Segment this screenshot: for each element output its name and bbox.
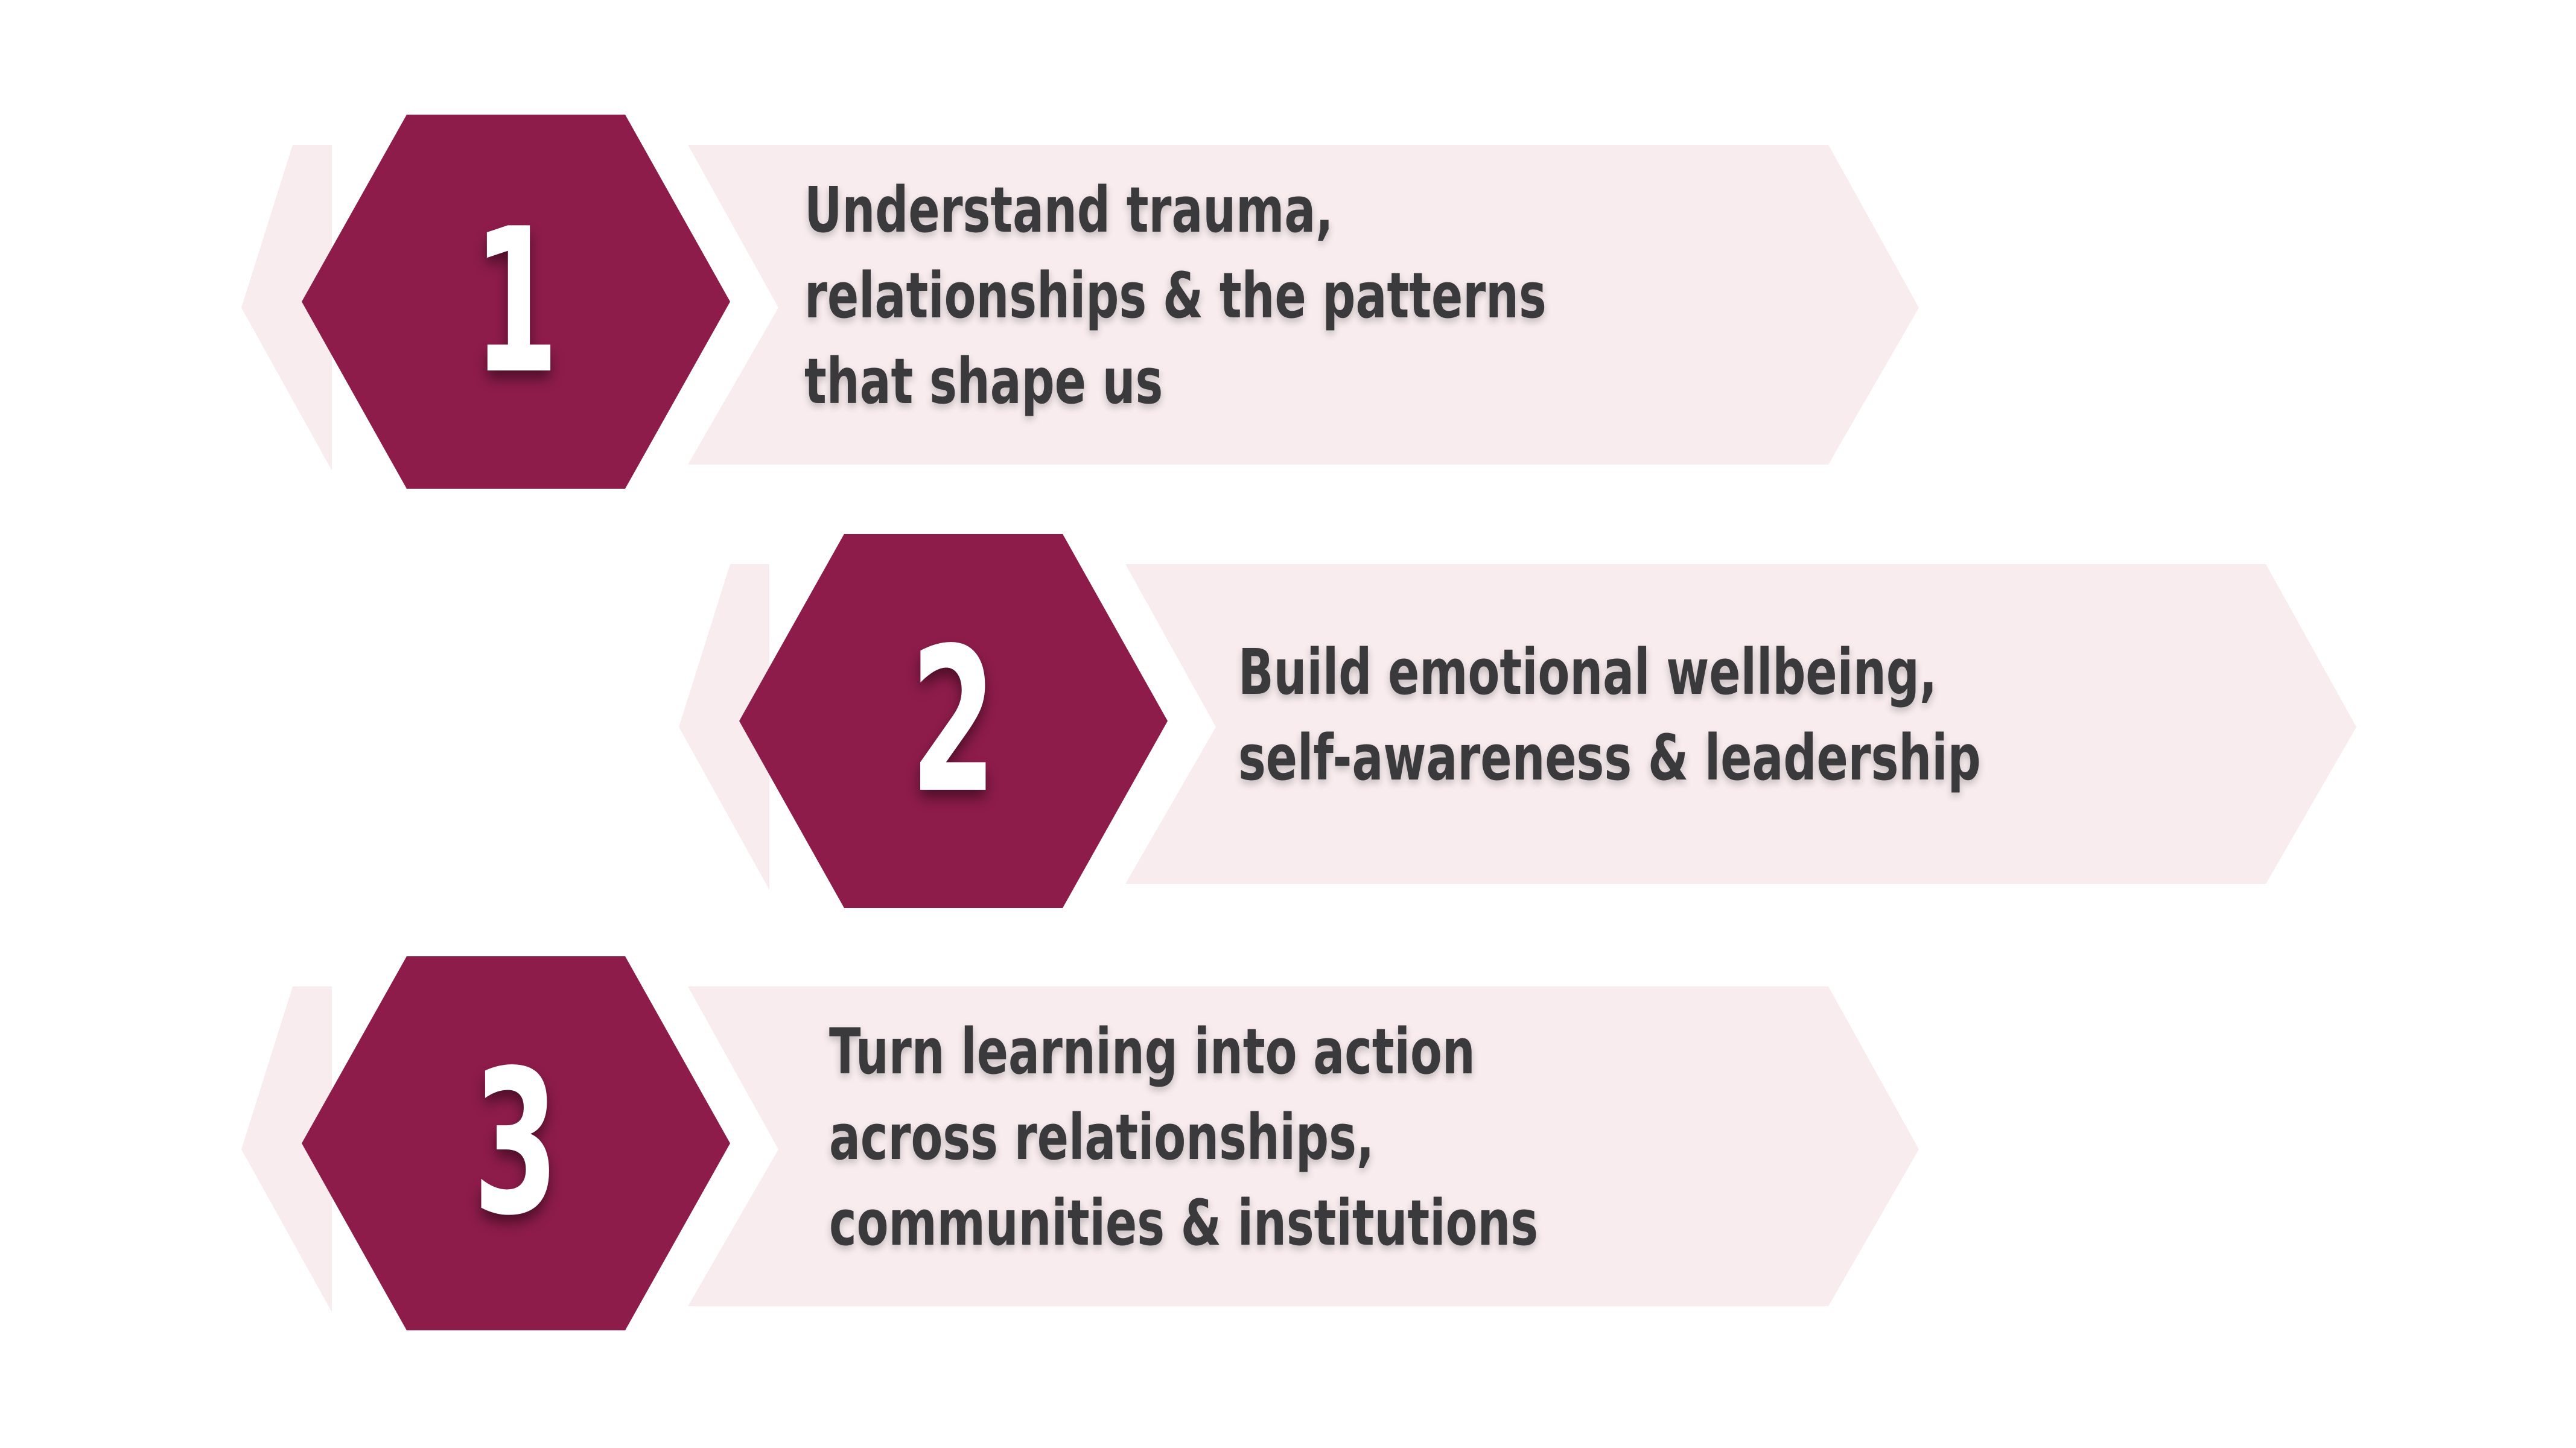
step-label-text: Build emotional wellbeing, self-awarenes… (1238, 635, 1981, 795)
step-label-text: Turn learning into action across relatio… (829, 1015, 1539, 1260)
step-band (241, 145, 1919, 471)
step-label: Understand trauma, relationships & the p… (804, 173, 1860, 418)
step-band (679, 564, 2356, 890)
band-arrow (688, 145, 1919, 465)
step-label-text: Understand trauma, relationships & the p… (804, 173, 1547, 418)
step-label: Turn learning into action across relatio… (829, 1015, 1885, 1260)
band-left-wedge (679, 564, 769, 890)
step-3: 3 Turn learning into action across relat… (0, 956, 2576, 1342)
step-hexagon: 3 (302, 956, 730, 1330)
step-hexagon: 1 (302, 115, 730, 489)
band-left-wedge (241, 145, 332, 471)
band-left-wedge (241, 986, 332, 1312)
step-number: 1 (472, 186, 559, 418)
step-2: 2 Build emotional wellbeing, self-awaren… (437, 534, 2576, 920)
hexagon-shape (302, 956, 730, 1330)
band-arrow (1125, 564, 2356, 884)
hexagon-shape (302, 115, 730, 489)
hexagon-shape (739, 534, 1168, 908)
band-arrow (688, 986, 1919, 1306)
step-band (241, 986, 1919, 1312)
step-1: 1 Understand trauma, relationships & the… (0, 115, 2576, 501)
step-number: 2 (910, 605, 997, 837)
step-label: Build emotional wellbeing, self-awarenes… (1238, 624, 2294, 805)
step-hexagon: 2 (739, 534, 1168, 908)
step-number: 3 (472, 1027, 559, 1259)
